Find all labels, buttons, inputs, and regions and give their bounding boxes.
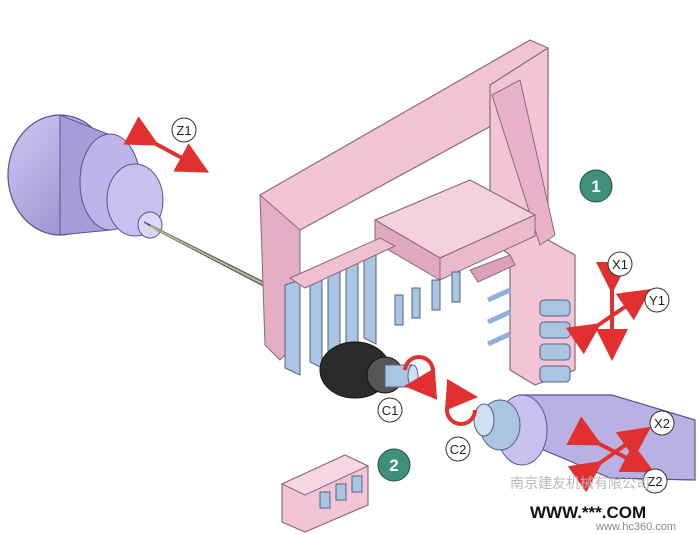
label-c1: C1 <box>377 397 403 423</box>
c1-rotary-unit <box>319 341 419 399</box>
z1-arrow <box>123 116 210 173</box>
xz2-arrows <box>566 416 655 493</box>
watermark: 南京建友机械有限公司 WWW.***.COM www.hc360.com <box>510 475 676 533</box>
label-y1-text: Y1 <box>649 293 665 308</box>
label-z1-text: Z1 <box>176 123 191 138</box>
label-c1-text: C1 <box>382 403 399 418</box>
label-z1: Z1 <box>171 117 197 143</box>
label-x1-text: X1 <box>612 257 628 272</box>
watermark-site: WWW.***.COM <box>530 503 646 522</box>
drill-tools <box>394 271 461 326</box>
cross-tools <box>486 287 571 383</box>
label-z2-text: Z2 <box>647 474 662 489</box>
xy1-arrows <box>565 262 652 361</box>
badge-1-text: 1 <box>591 177 600 196</box>
sub-spindle <box>473 394 696 481</box>
gang-tool-holders <box>284 237 397 376</box>
label-x2-text: X2 <box>654 416 670 431</box>
label-x1: X1 <box>607 251 633 277</box>
watermark-company: 南京建友机械有限公司 <box>510 475 650 491</box>
badge-2-text: 2 <box>389 456 398 475</box>
small-tool-block <box>280 454 370 533</box>
watermark-host: www.hc360.com <box>595 521 676 533</box>
machine-frame <box>259 39 576 386</box>
label-c2: C2 <box>445 436 471 462</box>
badge-1: 1 <box>579 169 613 203</box>
main-spindle <box>7 114 164 239</box>
label-c2-text: C2 <box>450 442 467 457</box>
label-x2: X2 <box>649 410 675 436</box>
label-z2: Z2 <box>642 468 668 494</box>
c2-rotation-arrow <box>444 378 478 426</box>
label-y1: Y1 <box>644 287 670 313</box>
badge-2: 2 <box>377 448 411 482</box>
c1-rotation-arrow <box>403 355 438 400</box>
